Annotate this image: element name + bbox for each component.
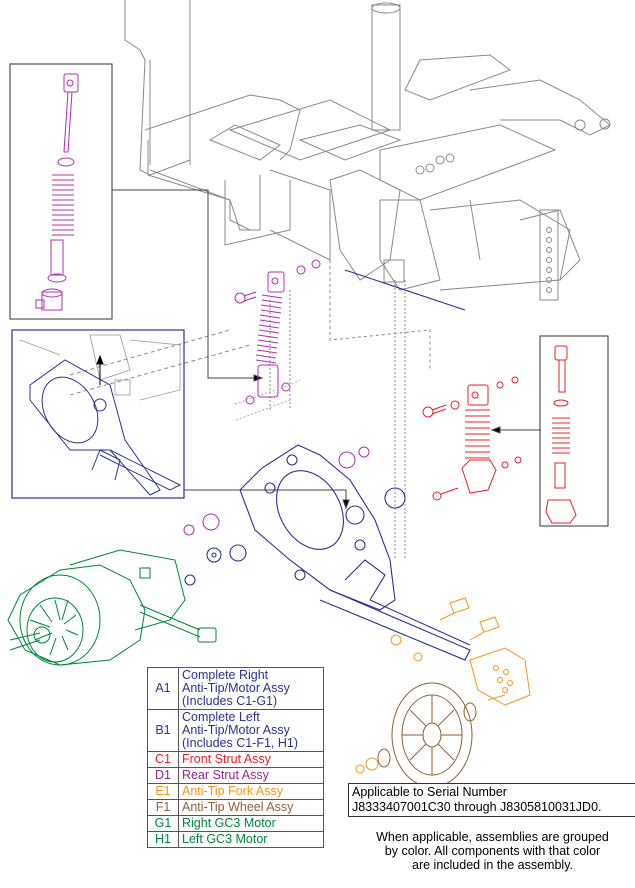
- anti-tip-arm: [184, 269, 471, 661]
- legend-row: B1 Complete Left Anti-Tip/Motor Assy (In…: [147, 709, 324, 752]
- legend-row: A1 Complete Right Anti-Tip/Motor Assy (I…: [147, 667, 324, 710]
- legend-code: H1: [147, 831, 179, 848]
- note-line-1: When applicable, assemblies are grouped: [376, 830, 609, 844]
- legend-label-line: Anti-Tip/Motor Assy: [182, 723, 290, 737]
- legend-row: E1 Anti-Tip Fork Assy: [147, 783, 324, 800]
- assembly-legend-table: A1 Complete Right Anti-Tip/Motor Assy (I…: [147, 667, 324, 848]
- legend-row: F1 Anti-Tip Wheel Assy: [147, 799, 324, 816]
- legend-label: Front Strut Assy: [178, 751, 324, 768]
- legend-row: D1 Rear Strut Assy: [147, 767, 324, 784]
- legend-label: Rear Strut Assy: [178, 767, 324, 784]
- anti-tip-fork: [355, 597, 531, 774]
- legend-code: A1: [147, 667, 179, 710]
- legend-label: Complete Left Anti-Tip/Motor Assy (Inclu…: [178, 709, 324, 752]
- color-grouping-note: When applicable, assemblies are grouped …: [350, 830, 635, 872]
- legend-label: Complete Right Anti-Tip/Motor Assy (Incl…: [178, 667, 324, 710]
- note-line-3: are included in the assembly.: [412, 858, 573, 872]
- front-strut: [422, 335, 609, 527]
- serial-number-box: Applicable to Serial Number J8333407001C…: [348, 783, 635, 817]
- legend-label-line: Anti-Tip/Motor Assy: [182, 681, 290, 695]
- legend-label: Anti-Tip Wheel Assy: [178, 799, 324, 816]
- legend-code: G1: [147, 815, 179, 832]
- note-line-2: by color. All components with that color: [384, 844, 601, 858]
- anti-tip-arm-inset: [11, 329, 185, 499]
- legend-row: C1 Front Strut Assy: [147, 751, 324, 768]
- legend-code: E1: [147, 783, 179, 800]
- serial-line-1: Applicable to Serial Number: [352, 785, 507, 799]
- serial-line-2: J8333407001C30 through J8305810031JD0.: [352, 800, 602, 814]
- legend-label-line: Complete Left: [182, 710, 260, 724]
- rear-strut: [183, 259, 370, 536]
- legend-label-line: (Includes C1-G1): [182, 694, 278, 708]
- base-frame: [69, 0, 611, 560]
- legend-code: F1: [147, 799, 179, 816]
- motor: [7, 549, 217, 666]
- legend-code: C1: [147, 751, 179, 768]
- legend-row: H1 Left GC3 Motor: [147, 831, 324, 848]
- legend-label: Anti-Tip Fork Assy: [178, 783, 324, 800]
- legend-row: G1 Right GC3 Motor: [147, 815, 324, 832]
- callout-lines: [112, 189, 541, 510]
- legend-label: Left GC3 Motor: [178, 831, 324, 848]
- rear-strut-inset: [9, 63, 113, 320]
- anti-tip-wheel: [377, 682, 477, 788]
- legend-label-line: Complete Right: [182, 668, 269, 682]
- legend-code: D1: [147, 767, 179, 784]
- legend-label: Right GC3 Motor: [178, 815, 324, 832]
- legend-label-line: (Includes C1-F1, H1): [182, 736, 299, 750]
- legend-code: B1: [147, 709, 179, 752]
